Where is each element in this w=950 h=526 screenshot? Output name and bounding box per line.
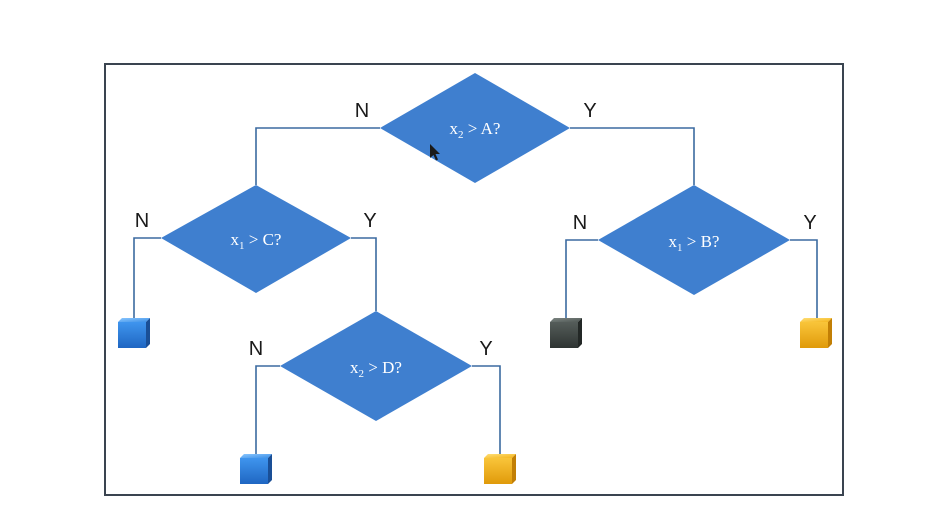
tree-edges — [133, 127, 818, 454]
decision-node-b-no-label: N — [573, 212, 587, 234]
decision-node-c-shape — [161, 185, 351, 293]
edge-d-no — [255, 365, 280, 454]
leaf-cube-icon — [550, 318, 582, 348]
decision-node-c-no-label: N — [135, 210, 149, 232]
decision-node-a: x2 > A? N Y — [355, 73, 597, 183]
edge-d-yes — [472, 365, 501, 454]
decision-node-a-shape — [380, 73, 570, 183]
edge-c-yes — [351, 237, 377, 311]
decision-node-b: x1 > B? N Y — [573, 185, 817, 295]
decision-node-c-label: x1 > C? — [231, 230, 282, 252]
decision-node-d-shape — [280, 311, 472, 421]
decision-node-c: x1 > C? N Y — [135, 185, 377, 293]
decision-node-a-yes-label: Y — [583, 100, 596, 122]
decision-node-c-yes-label: Y — [363, 210, 376, 232]
decision-node-d-no-label: N — [249, 338, 263, 360]
edge-a-yes — [570, 127, 695, 185]
edge-a-no — [255, 127, 380, 185]
leaf-cube-icon — [484, 454, 516, 484]
leaf-cube-icon — [800, 318, 832, 348]
leaf-cube-icon — [240, 454, 272, 484]
decision-node-d-yes-label: Y — [479, 338, 492, 360]
decision-node-b-label: x1 > B? — [669, 232, 720, 254]
edge-c-no — [133, 237, 161, 318]
edge-b-yes — [790, 239, 818, 318]
decision-node-d-label: x2 > D? — [350, 358, 402, 380]
decision-node-a-no-label: N — [355, 100, 369, 122]
edge-b-no — [565, 239, 598, 318]
leaf-cube-icon — [118, 318, 150, 348]
cursor-arrow-icon — [430, 144, 440, 161]
decision-node-b-shape — [598, 185, 790, 295]
decision-node-b-yes-label: Y — [803, 212, 816, 234]
decision-node-a-label: x2 > A? — [450, 119, 501, 141]
decision-node-d: x2 > D? N Y — [249, 311, 493, 421]
